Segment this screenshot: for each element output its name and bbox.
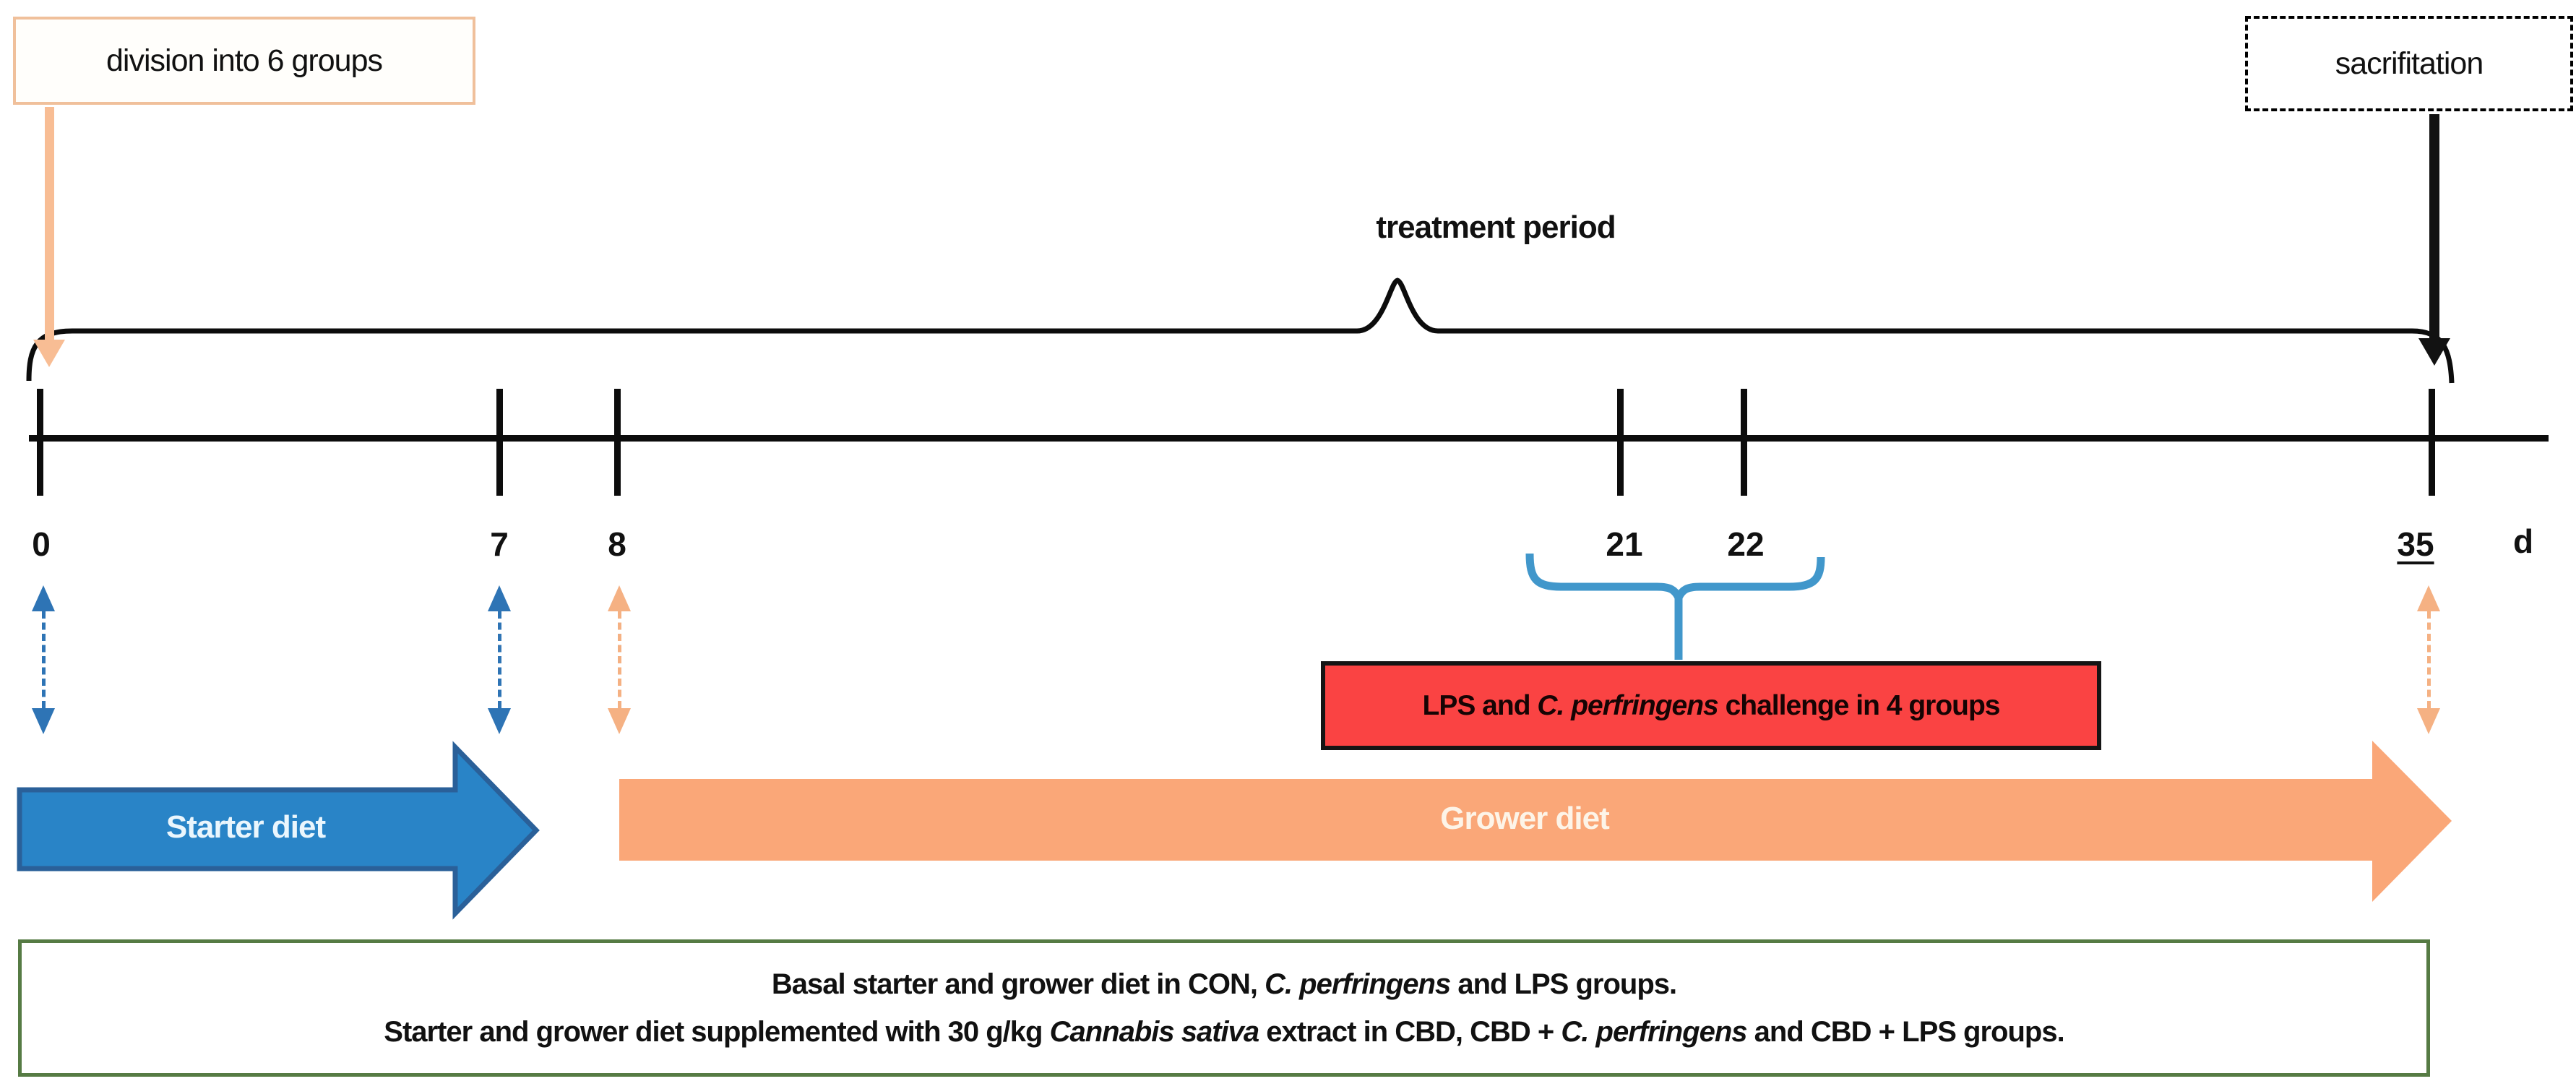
note-line-2: Starter and grower diet supplemented wit… <box>384 1008 2064 1056</box>
tick-day-8 <box>614 389 621 496</box>
sacrifice-box: sacrifitation <box>2245 16 2573 111</box>
axis-unit-label: d <box>2513 522 2534 560</box>
tick-day-22 <box>1741 389 1747 496</box>
dashed-line <box>2426 611 2431 708</box>
challenge-text: LPS and C. perfringens challenge in 4 gr… <box>1422 689 2001 722</box>
treatment-period-brace <box>26 277 2455 384</box>
note-line2-italic1: Cannabis sativa <box>1049 1016 1260 1048</box>
arrow-up-tip <box>2417 585 2440 611</box>
arrow-down-tip <box>488 708 511 734</box>
division-box-label: division into 6 groups <box>106 43 383 78</box>
tick-label-22: 22 <box>1727 525 1765 563</box>
division-down-arrow-icon <box>33 107 65 367</box>
arrow-down-tip <box>32 708 55 734</box>
tick-day-7 <box>496 389 503 496</box>
note-line2-part2: extract in CBD, CBD + <box>1259 1016 1561 1048</box>
challenge-text-italic: C. perfringens <box>1537 689 1718 721</box>
treatment-period-label: treatment period <box>1376 210 1616 245</box>
note-line2-part3: and CBD + LPS groups. <box>1746 1016 2065 1048</box>
dashed-arrow-day-7-icon <box>486 585 512 734</box>
tick-label-35: 35 <box>2397 525 2434 563</box>
dashed-line <box>41 611 46 708</box>
arrow-up-tip <box>488 585 511 611</box>
arrow-down-tip <box>2417 708 2440 734</box>
challenge-text-part2: challenge in 4 groups <box>1718 689 2001 721</box>
note-line1-part2: and LPS groups. <box>1450 968 1677 1000</box>
sacrifice-arrow-stem <box>2429 114 2439 338</box>
grower-diet-label: Grower diet <box>1440 801 1610 836</box>
sacrifice-down-arrow-icon <box>2418 114 2450 366</box>
tick-day-35 <box>2429 389 2435 496</box>
arrow-down-tip <box>608 708 631 734</box>
tick-label-8: 8 <box>608 525 626 563</box>
note-line1-italic: C. perfringens <box>1265 968 1451 1000</box>
dashed-line <box>497 611 501 708</box>
arrow-up-tip <box>608 585 631 611</box>
dashed-line <box>617 611 621 708</box>
note-line2-part1: Starter and grower diet supplemented wit… <box>384 1016 1050 1048</box>
division-arrow-stem <box>44 107 54 340</box>
tick-label-21: 21 <box>1606 525 1643 563</box>
division-arrow-head <box>33 340 65 367</box>
starter-diet-label: Starter diet <box>165 809 326 845</box>
challenge-text-part1: LPS and <box>1422 689 1538 721</box>
dashed-arrow-day-8-icon <box>606 585 632 734</box>
sacrifice-box-label: sacrifitation <box>2335 46 2484 81</box>
challenge-box: LPS and C. perfringens challenge in 4 gr… <box>1321 661 2101 750</box>
note-box: Basal starter and grower diet in CON, C.… <box>18 939 2430 1077</box>
note-line2-italic2: C. perfringens <box>1561 1016 1747 1048</box>
note-line1-part1: Basal starter and grower diet in CON, <box>771 968 1265 1000</box>
grower-diet-arrow-shape <box>619 741 2452 902</box>
note-line-1: Basal starter and grower diet in CON, C.… <box>771 960 1677 1008</box>
division-box: division into 6 groups <box>13 17 475 105</box>
starter-diet-arrow-shape <box>17 741 540 920</box>
tick-label-0: 0 <box>32 525 51 563</box>
tick-day-21 <box>1617 389 1624 496</box>
dashed-arrow-day-35-icon <box>2416 585 2442 734</box>
tick-label-7: 7 <box>490 525 509 563</box>
timeline-axis <box>29 435 2549 442</box>
dashed-arrow-day-0-icon <box>30 585 56 734</box>
sacrifice-arrow-head <box>2418 338 2450 366</box>
tick-day-0 <box>37 389 43 496</box>
arrow-up-tip <box>32 585 55 611</box>
